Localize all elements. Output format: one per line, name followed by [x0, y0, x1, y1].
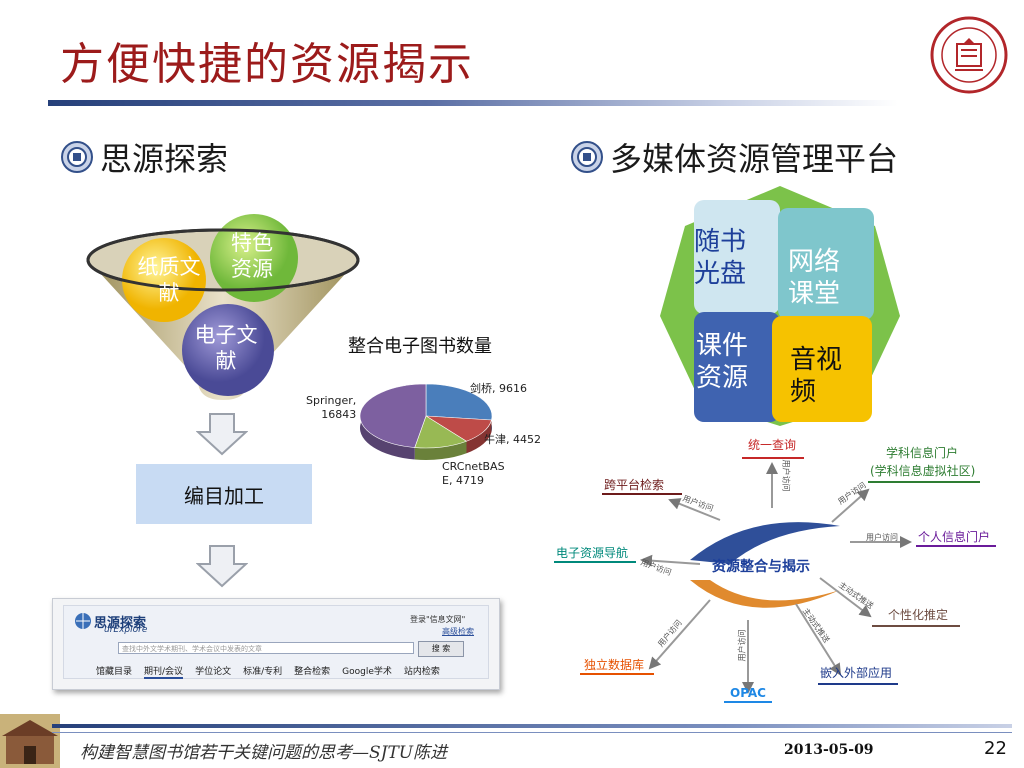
section-heading-left: 思源探索	[60, 134, 228, 180]
arrow-label: 用户访问	[781, 459, 791, 492]
gear-emblem-icon	[61, 141, 93, 173]
search-input[interactable]: 查找中外文学术期刊、学术会议中发表的文章	[118, 642, 414, 654]
globe-logo-icon	[75, 613, 91, 629]
tile-cd	[694, 200, 780, 314]
title-rule	[48, 100, 898, 106]
funnel-diagram	[86, 214, 360, 400]
section-heading-right: 多媒体资源管理平台	[570, 134, 898, 180]
campus-photo-icon	[0, 714, 60, 768]
search-button[interactable]: 搜 索	[418, 641, 464, 657]
funnel-ball-electronic	[182, 304, 274, 396]
gear-emblem-icon	[571, 141, 603, 173]
pie-side-牛津	[466, 419, 492, 454]
search-tabs: 馆藏目录 期刊/会议 学位论文 标准/专利 整合检索 Google学术 站内检索	[96, 664, 452, 679]
footer-rule	[52, 724, 1012, 728]
integration-center-label: 资源整合与揭示	[712, 559, 810, 575]
tile-label-cd: 随书光盘	[694, 227, 747, 289]
advanced-search-link[interactable]: 高级检索	[442, 627, 474, 636]
pie-slice-CRCnetBASE	[414, 415, 468, 449]
heading-text: 思源探索	[100, 140, 229, 178]
pie-label-springer: Springer,16843	[306, 394, 357, 421]
tile-label-av: 音视频	[790, 345, 843, 407]
node-standalone-db: 独立数据库	[584, 658, 645, 672]
tile-av	[772, 316, 872, 422]
page-number: 22	[984, 738, 1007, 759]
node-subject-community: (学科信息虚拟社区)	[870, 464, 976, 478]
node-subject-portal: 学科信息门户	[886, 446, 959, 460]
footer-date: 2013-05-09	[784, 742, 874, 758]
tab-google[interactable]: Google学术	[342, 667, 392, 677]
tab-standards[interactable]: 标准/专利	[243, 667, 283, 677]
funnel-label-electronic: 电子文献	[194, 323, 258, 373]
tile-label-online: 网络课堂	[788, 247, 841, 309]
catalog-box: 编目加工	[136, 464, 312, 524]
node-opac: OPAC	[730, 686, 766, 700]
node-personalized: 个性化推定	[888, 608, 949, 622]
tile-online	[778, 208, 874, 320]
pie-label-oxford: 牛津, 4452	[484, 433, 541, 446]
tab-journals[interactable]: 期刊/会议	[144, 667, 184, 679]
university-seal-icon	[930, 16, 1008, 94]
funnel-label-paper: 纸质文献	[137, 255, 201, 305]
tile-courseware	[694, 312, 780, 422]
slide-title: 方便快捷的资源揭示	[60, 39, 474, 90]
node-unified-query: 统一查询	[748, 438, 797, 452]
node-cross-platform: 跨平台检索	[604, 478, 665, 492]
chart-title: 整合电子图书数量	[348, 336, 492, 357]
login-link[interactable]: 登录"信息文网"	[410, 615, 466, 624]
portal-logo: 思源探索	[94, 616, 147, 631]
node-resource-nav: 电子资源导航	[556, 546, 629, 560]
pie-slice-剑桥	[425, 383, 493, 421]
footer-rule-thin	[52, 732, 1012, 733]
arrow-label: 用户访问	[737, 629, 747, 662]
tile-label-courseware: 课件资源	[696, 331, 749, 393]
pie-side-CRCnetBASE	[414, 441, 467, 460]
pie-slice-Springer	[359, 383, 427, 448]
funnel-ball-special	[210, 214, 298, 302]
pie-label-cambridge: 剑桥, 9616	[470, 382, 527, 395]
arrow-label: 用户访问	[866, 533, 898, 542]
integration-diagram	[554, 457, 996, 703]
footer-text: 构建智慧图书馆若干关键问题的思考—SJTU陈进	[80, 743, 448, 763]
pie-chart	[359, 383, 493, 460]
tile-diagram	[660, 186, 900, 426]
down-arrow-icon	[196, 545, 248, 588]
heading-text: 多媒体资源管理平台	[610, 140, 899, 178]
tab-integrated[interactable]: 整合检索	[294, 667, 331, 677]
node-embed: 嵌入外部应用	[820, 666, 893, 680]
funnel-ball-paper	[122, 238, 206, 322]
node-personal-portal: 个人信息门户	[918, 530, 991, 544]
funnel-label-special: 特色资源	[231, 231, 273, 281]
portal-logo-en: urExplore	[104, 625, 148, 635]
down-arrow-icon	[196, 413, 248, 456]
search-portal-screenshot: 思源探索 urExplore 登录"信息文网" 高级检索 查找中外文学术期刊、学…	[52, 598, 500, 690]
tab-catalog[interactable]: 馆藏目录	[96, 667, 133, 677]
tab-site[interactable]: 站内检索	[403, 667, 440, 677]
tab-theses[interactable]: 学位论文	[195, 667, 232, 677]
